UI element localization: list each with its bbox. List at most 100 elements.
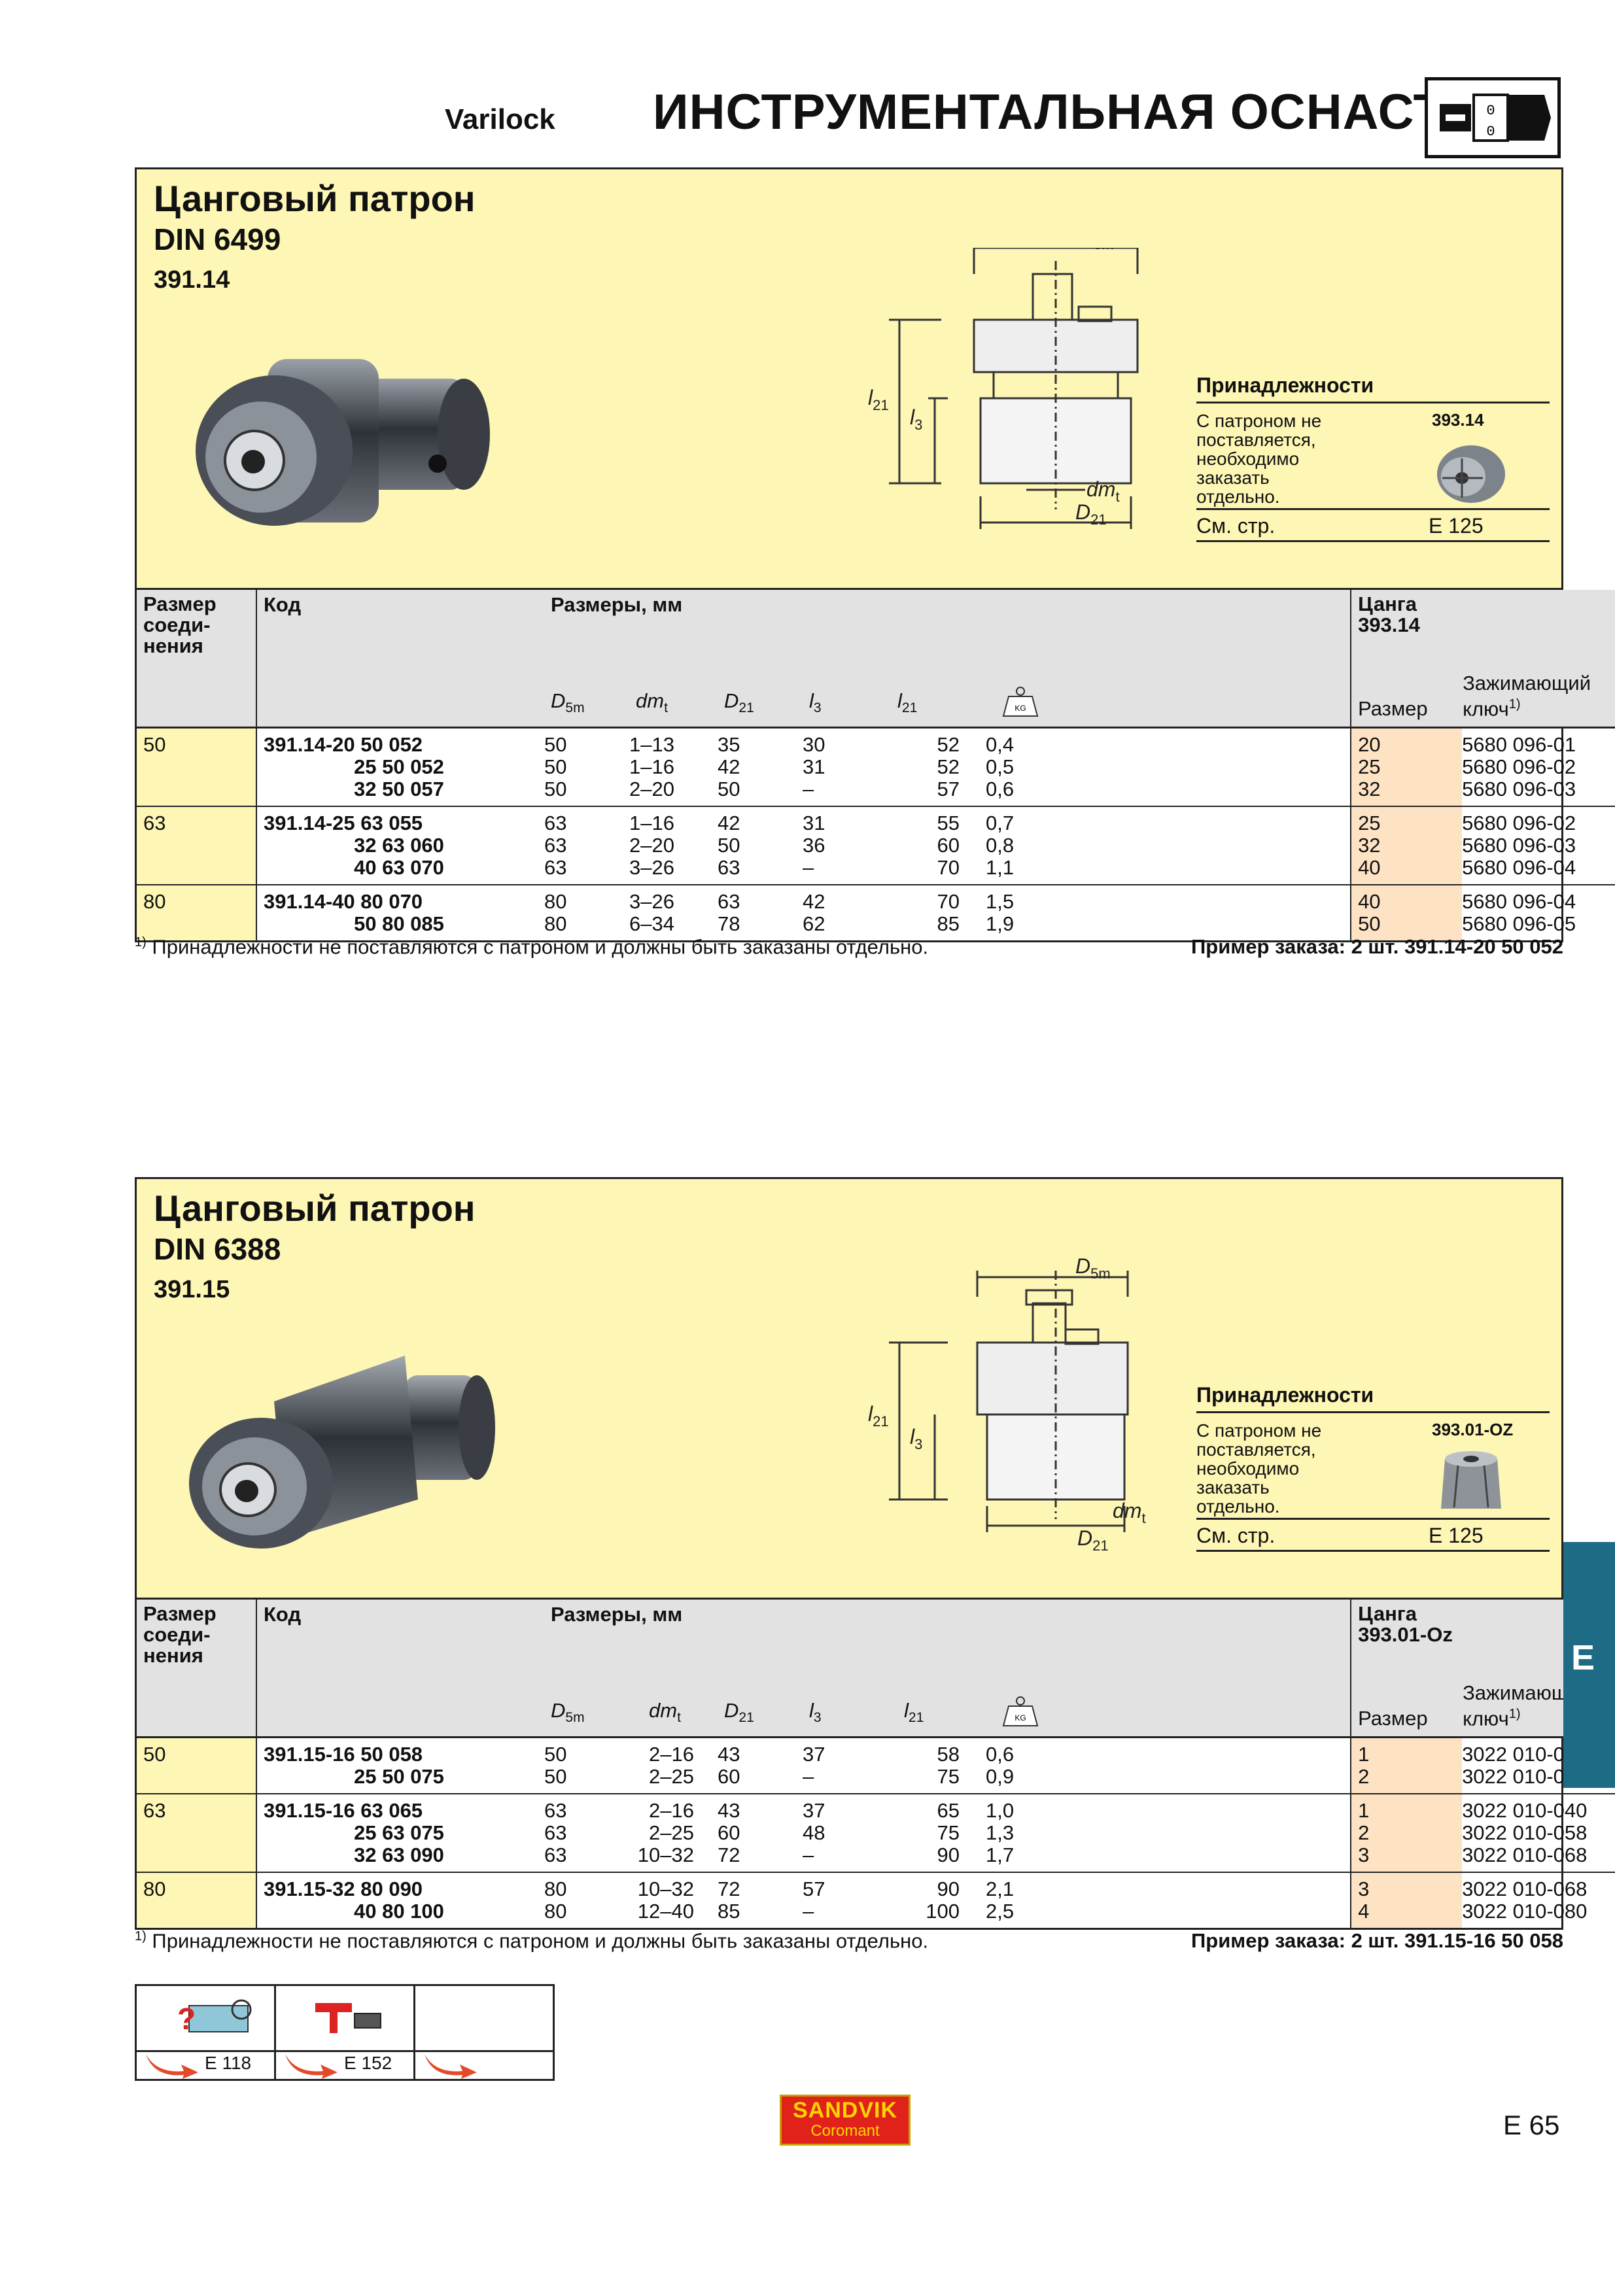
collet-size-value: 2	[1358, 1764, 1370, 1788]
l3-label: l3	[910, 405, 922, 433]
key-value: 3022 010-080	[1462, 1899, 1588, 1923]
dimension-drawing: D5m l21 l3 dmt D21	[868, 1258, 1146, 1554]
weight-value: 1,3	[986, 1821, 1015, 1844]
d21-value: 50	[718, 833, 740, 857]
weight-value: 0,5	[986, 755, 1015, 778]
see-page-label: См. стр.	[1196, 1524, 1276, 1547]
code-value[interactable]: 25 63 075	[354, 1821, 444, 1844]
dmt-value: 2–25	[649, 1821, 694, 1844]
weight-icon: KG	[1002, 686, 1039, 717]
collet-size-value: 25	[1358, 811, 1381, 834]
svg-text:0: 0	[1486, 103, 1495, 119]
page-number: E 65	[1503, 2110, 1560, 2140]
l21-value: 55	[937, 811, 960, 834]
key-value: 3022 010-068	[1462, 1843, 1588, 1866]
d21-value: 72	[718, 1877, 740, 1900]
weight-value: 0,6	[986, 777, 1015, 800]
code-value[interactable]: 391.14-20 50 052	[264, 732, 423, 756]
code-value[interactable]: 391.15-32 80 090	[264, 1877, 423, 1900]
col-connection-header: Размер соеди- нения	[137, 1600, 257, 1737]
weight-value: 0,9	[986, 1764, 1015, 1788]
code-value[interactable]: 50 80 085	[354, 912, 444, 935]
dim-l21: l21	[897, 689, 918, 716]
d21-value: 42	[718, 755, 740, 778]
d5m-value: 50	[544, 777, 567, 800]
d21-label: D21	[1077, 1526, 1109, 1554]
d21-label: D21	[1075, 500, 1107, 528]
d5m-label: D5m	[1079, 248, 1114, 252]
xref-empty[interactable]	[415, 1986, 553, 2079]
key-value: 3022 010-068	[1462, 1877, 1588, 1900]
product-title: Цанговый патрон	[154, 1188, 476, 1229]
code-value[interactable]: 32 63 060	[354, 833, 444, 857]
code-value[interactable]: 391.15-16 50 058	[264, 1742, 423, 1766]
collet-size-value: 25	[1358, 755, 1381, 778]
collet-chuck-photo	[196, 359, 490, 526]
code-value[interactable]: 32 63 090	[354, 1843, 444, 1866]
dim-l3: l3	[809, 689, 822, 716]
tool-holder-icon: 0 0	[1425, 77, 1561, 158]
d21-value: 63	[718, 855, 740, 879]
key-value: 5680 096-04	[1462, 889, 1576, 913]
key-value: 5680 096-02	[1462, 755, 1576, 778]
collet-size-value: 1	[1358, 1742, 1370, 1766]
section-tab-e[interactable]: E	[1563, 1542, 1615, 1788]
code-value[interactable]: 391.14-40 80 070	[264, 889, 423, 913]
product-table: Размер соеди- нения Код Размеры, мм D5m …	[137, 590, 1615, 940]
l21-value: 70	[937, 889, 960, 913]
code-value[interactable]: 391.14-25 63 055	[264, 811, 423, 834]
col-dims-header: Размеры, мм D5m dmt D21 l3 l21 KG	[544, 1600, 1351, 1737]
dmt-value: 3–26	[629, 889, 674, 913]
see-page-link[interactable]: E 125	[1429, 514, 1484, 538]
code-value[interactable]: 40 80 100	[354, 1899, 444, 1923]
product-title: Цанговый патрон	[154, 178, 476, 219]
xref-measuring[interactable]: ? E 118	[137, 1986, 276, 2079]
dmt-value: 2–20	[629, 833, 674, 857]
d5m-value: 80	[544, 889, 567, 913]
code-value[interactable]: 391.15-16 63 065	[264, 1798, 423, 1822]
connection-size-cell: 50	[137, 726, 257, 806]
d5m-value: 63	[544, 1821, 567, 1844]
dim-d21: D21	[724, 689, 754, 716]
code-value[interactable]: 25 50 075	[354, 1764, 444, 1788]
d5m-value: 63	[544, 811, 567, 834]
order-example: Пример заказа: 2 шт. 391.15-16 50 058	[1191, 1929, 1563, 1952]
weight-value: 0,7	[986, 811, 1015, 834]
weight-value: 2,1	[986, 1877, 1015, 1900]
l21-value: 90	[937, 1877, 960, 1900]
l21-value: 60	[937, 833, 960, 857]
product-section-391-15: Цанговый патрон DIN 6388 391.15	[135, 1177, 1615, 1930]
code-value[interactable]: 32 50 057	[354, 777, 444, 800]
code-value[interactable]: 25 50 052	[354, 755, 444, 778]
xref-wrench[interactable]: E 152	[276, 1986, 415, 2079]
l3-value: 36	[803, 833, 825, 857]
weight-value: 1,9	[986, 912, 1015, 935]
l3-value: 57	[803, 1877, 825, 1900]
see-page-link[interactable]: E 125	[1429, 1524, 1484, 1547]
collet-size-value: 20	[1358, 732, 1381, 756]
code-value[interactable]: 40 63 070	[354, 855, 444, 879]
svg-text:?: ?	[177, 2002, 196, 2036]
dmt-value: 10–32	[637, 1877, 694, 1900]
col-connection-header: Размер соеди- нения	[137, 590, 257, 727]
connection-size-cell: 63	[137, 1792, 257, 1872]
